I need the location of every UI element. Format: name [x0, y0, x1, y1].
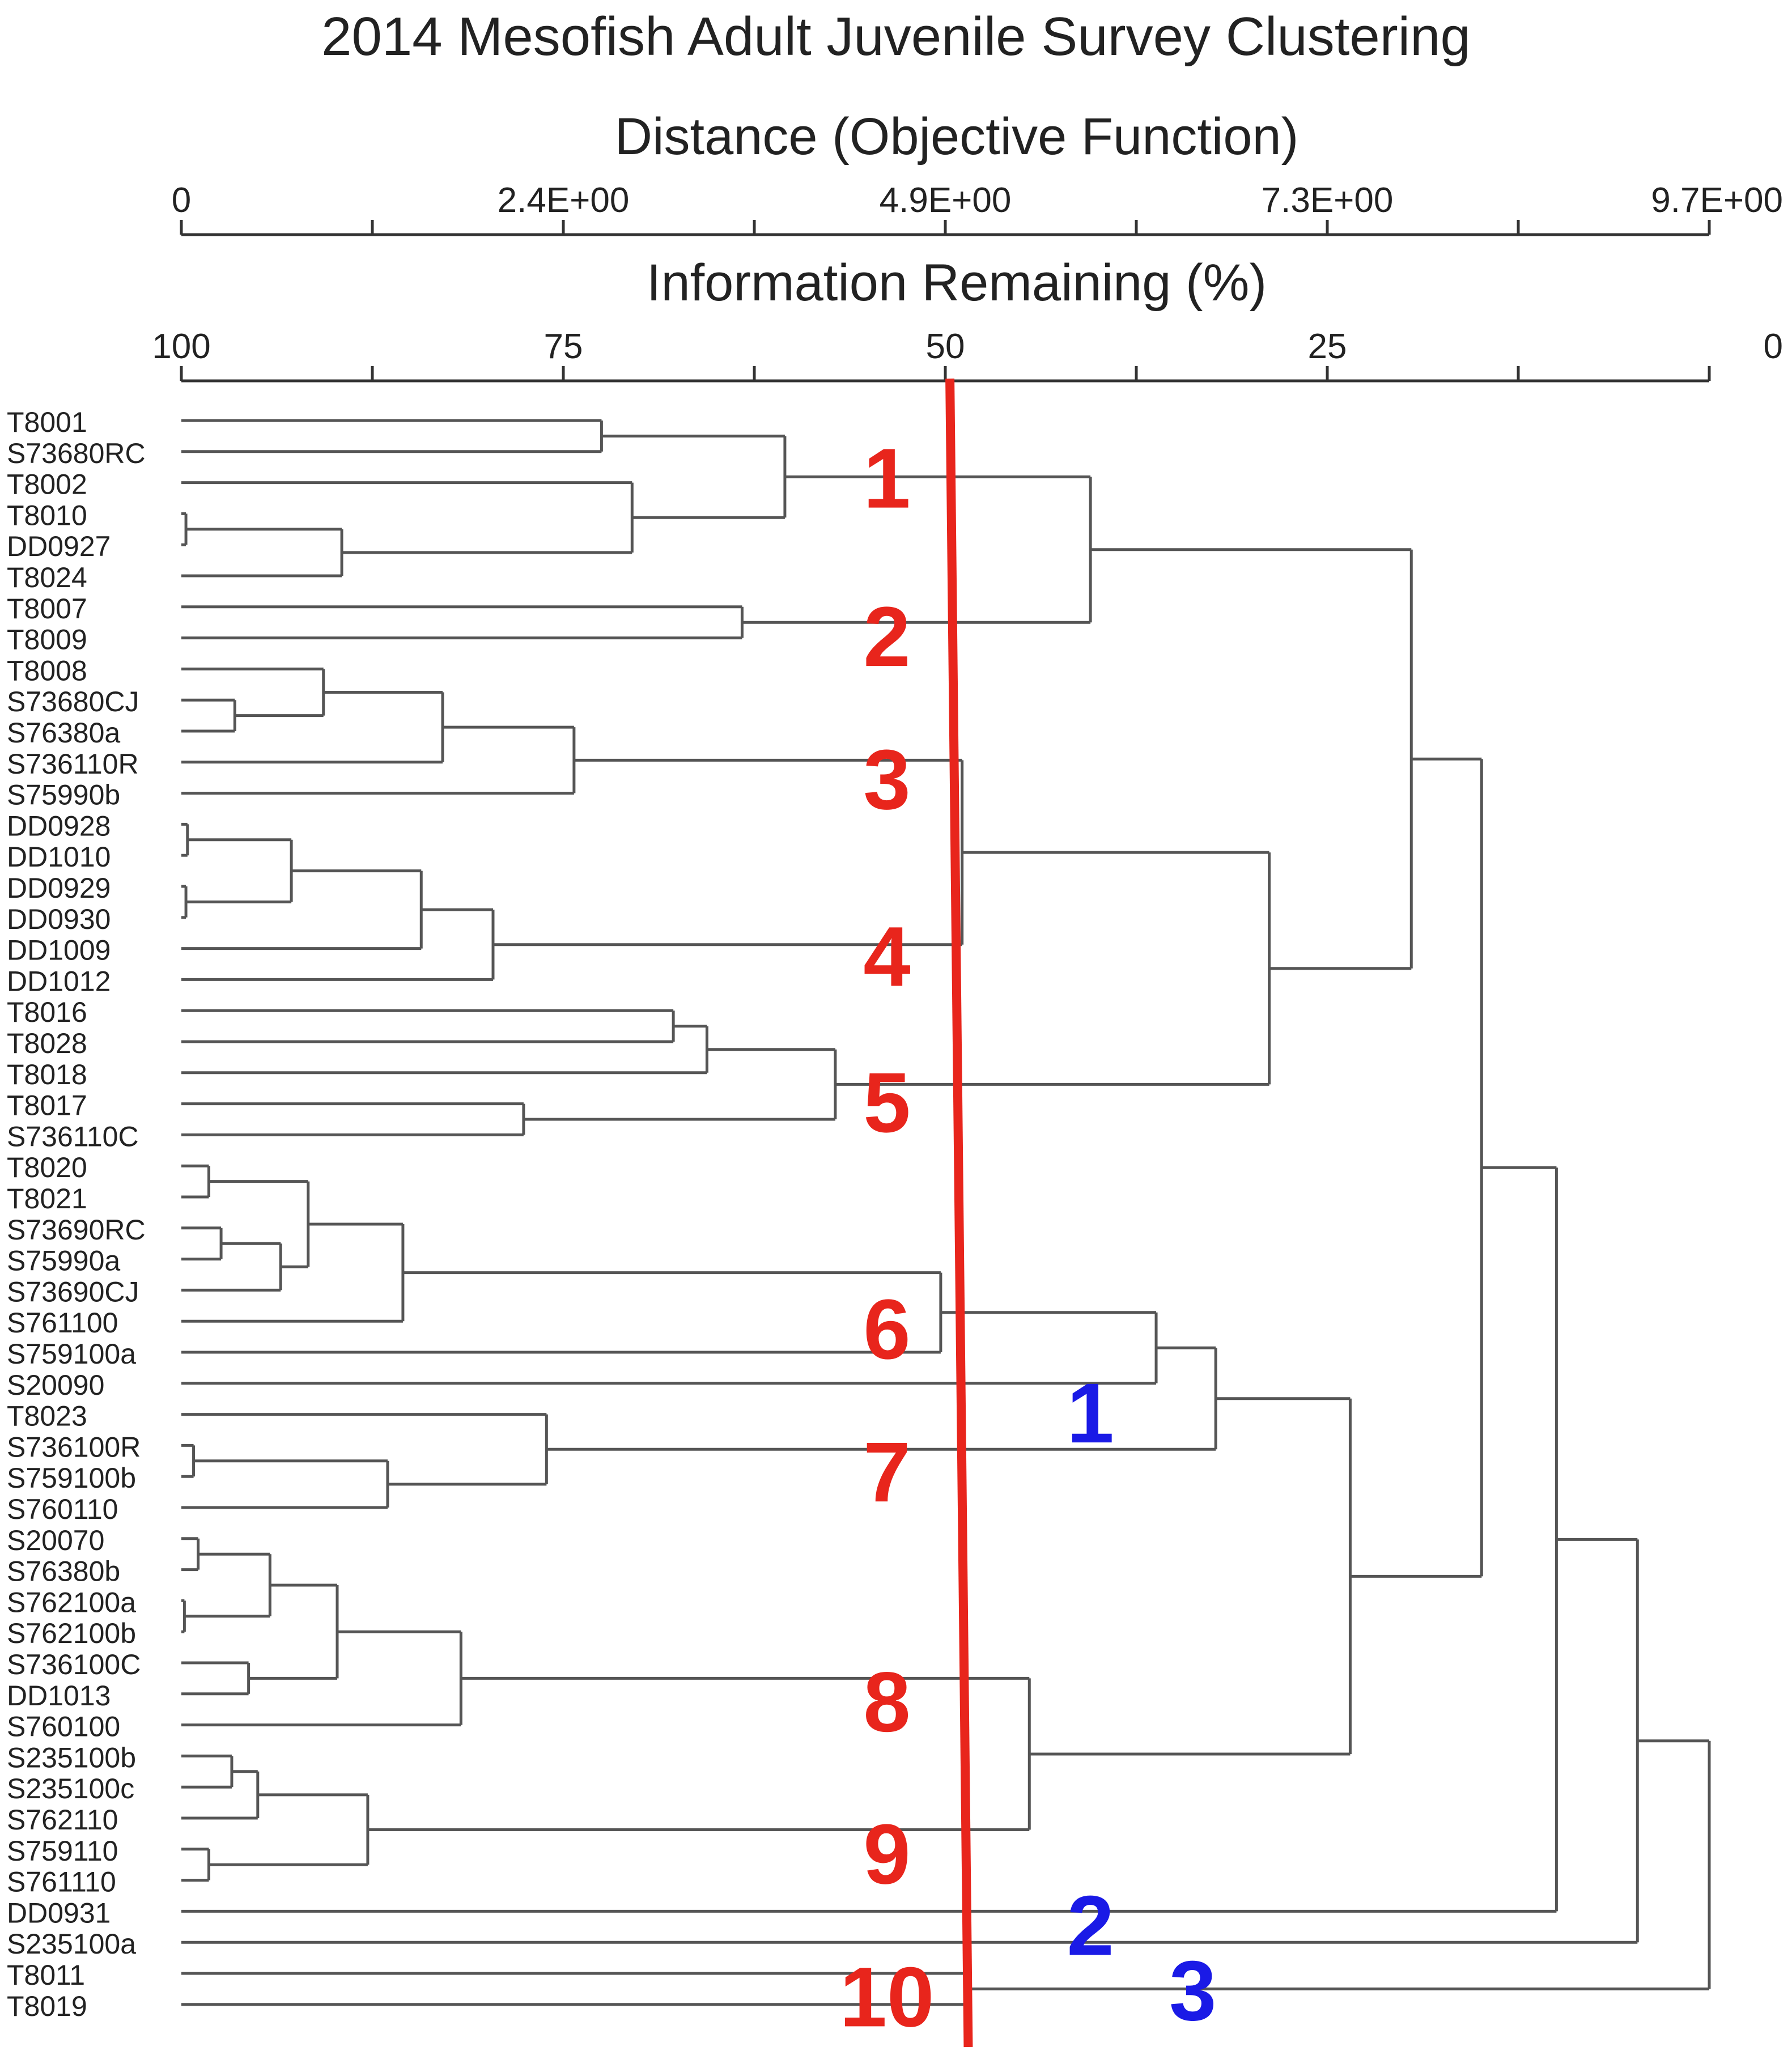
leaf-label: S759110 — [7, 1835, 118, 1867]
group-label: 2 — [863, 589, 910, 684]
leaf-label: DD1012 — [7, 965, 111, 997]
group-label: 4 — [863, 909, 910, 1004]
leaf-label: S235100a — [7, 1928, 136, 1960]
leaf-label: S73680CJ — [7, 686, 139, 717]
leaf-label: S20090 — [7, 1369, 104, 1401]
leaf-label: S235100b — [7, 1742, 136, 1773]
bottom-axis-tick-label: 75 — [544, 327, 583, 366]
group-label: 5 — [863, 1055, 910, 1150]
leaf-label: S76380a — [7, 717, 120, 749]
top-axis-title: Distance (Objective Function) — [615, 108, 1299, 165]
leaf-label: S759100b — [7, 1462, 136, 1494]
top-axis-tick-label: 9.7E+00 — [1651, 181, 1783, 220]
bottom-axis-title: Information Remaining (%) — [647, 254, 1267, 312]
bottom-axis-tick-label: 100 — [152, 327, 210, 366]
leaf-label: S73690RC — [7, 1214, 146, 1246]
top-axis-tick-label: 2.4E+00 — [498, 181, 630, 220]
leaf-label: S20070 — [7, 1525, 104, 1556]
leaf-label: T8009 — [7, 624, 87, 656]
leaf-label: DD0929 — [7, 872, 111, 904]
supergroup-label: 2 — [1067, 1878, 1114, 1973]
leaf-label: T8007 — [7, 593, 87, 625]
leaf-label: S736100R — [7, 1431, 141, 1463]
leaf-label: DD0927 — [7, 530, 111, 562]
leaf-label: S76380b — [7, 1556, 120, 1587]
leaf-label: T8024 — [7, 562, 87, 593]
leaf-label: T8017 — [7, 1090, 87, 1122]
leaf-label: S760100 — [7, 1711, 120, 1743]
leaf-label: S736110C — [7, 1120, 139, 1152]
leaf-label: T8018 — [7, 1059, 87, 1090]
group-label: 3 — [863, 732, 910, 827]
group-label: 8 — [863, 1654, 910, 1750]
top-axis-tick-label: 4.9E+00 — [880, 181, 1012, 220]
leaf-label: T8019 — [7, 1990, 87, 2022]
leaf-label: S761110 — [7, 1866, 116, 1898]
leaf-label: DD1009 — [7, 935, 111, 966]
cutoff-line — [945, 378, 973, 2048]
leaf-label: T8016 — [7, 996, 87, 1028]
leaf-label: T8023 — [7, 1400, 87, 1432]
leaf-label: T8021 — [7, 1183, 87, 1215]
leaf-label: T8020 — [7, 1152, 87, 1183]
leaf-label: DD0931 — [7, 1897, 111, 1929]
leaf-label: S73690CJ — [7, 1276, 139, 1307]
group-label: 10 — [840, 1949, 935, 2044]
leaf-label: T8002 — [7, 469, 87, 500]
leaf-label: DD0930 — [7, 903, 111, 935]
top-axis-tick-label: 0 — [172, 181, 191, 220]
top-axis-tick-label: 7.3E+00 — [1262, 181, 1394, 220]
bottom-axis-tick-label: 25 — [1308, 327, 1347, 366]
leaf-label: S75990b — [7, 779, 120, 811]
leaf-label: T8028 — [7, 1028, 87, 1059]
leaf-label: S759100a — [7, 1338, 136, 1370]
group-label: 9 — [863, 1806, 910, 1901]
leaf-label: S762100a — [7, 1586, 136, 1618]
leaf-label: S235100c — [7, 1773, 134, 1805]
leaf-label: S736100C — [7, 1649, 141, 1680]
leaf-label: DD0928 — [7, 810, 111, 842]
leaf-label: T8001 — [7, 406, 87, 438]
group-label: 7 — [863, 1424, 910, 1519]
leaf-label: S761100 — [7, 1307, 118, 1339]
group-label: 6 — [863, 1281, 910, 1377]
leaf-label: T8008 — [7, 655, 87, 686]
group-label: 1 — [863, 431, 910, 526]
chart-title: 2014 Mesofish Adult Juvenile Survey Clus… — [321, 6, 1471, 67]
leaf-label: S762100b — [7, 1617, 136, 1649]
leaf-label: S73680RC — [7, 438, 146, 469]
bottom-axis-tick-label: 0 — [1764, 327, 1783, 366]
supergroup-label: 3 — [1169, 1943, 1216, 2038]
leaf-label: DD1010 — [7, 841, 111, 873]
leaf-label: T8011 — [7, 1959, 85, 1991]
leaf-label: S760110 — [7, 1493, 118, 1525]
leaf-label: DD1013 — [7, 1680, 111, 1712]
leaf-label: S762110 — [7, 1804, 118, 1836]
supergroup-label: 1 — [1067, 1365, 1114, 1460]
bottom-axis-tick-label: 50 — [926, 327, 965, 366]
leaf-label: S736110R — [7, 748, 139, 780]
leaf-label: T8010 — [7, 499, 87, 531]
leaf-label: S75990a — [7, 1245, 120, 1277]
